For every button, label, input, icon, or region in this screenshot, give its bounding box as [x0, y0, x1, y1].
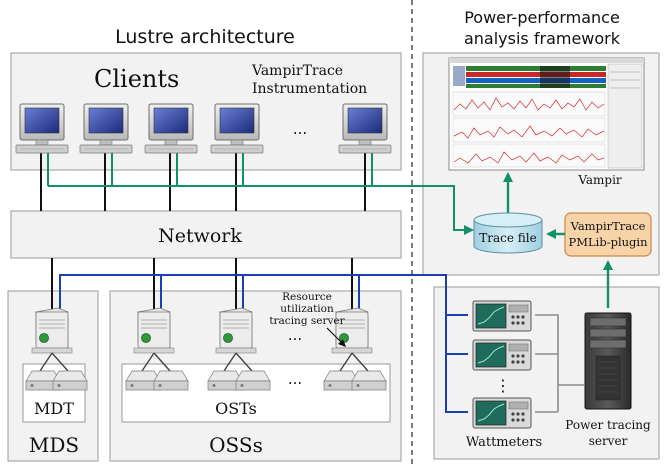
left-title: Lustre architecture [115, 26, 295, 48]
wattmeters-ellipsis: ⋮ [495, 376, 511, 395]
ost-disks-ellipsis: ... [288, 370, 302, 388]
wattmeter-icon [472, 339, 532, 371]
mds-label: MDS [29, 433, 79, 457]
osts-label: OSTs [215, 399, 257, 418]
instrumentation-line2: Instrumentation [252, 81, 367, 97]
vampir-label: Vampir [577, 173, 622, 187]
resource-pointer-head [338, 339, 346, 347]
ost-disk-icon [153, 370, 189, 391]
power-server-line2: server [589, 434, 628, 448]
mds-server-icon [31, 307, 73, 354]
client-computer-icon [210, 103, 264, 154]
client-computer-icon [79, 103, 133, 154]
wattmeter-icon [472, 300, 532, 332]
trace-file-label: Trace file [479, 231, 536, 245]
blue-power-links [59, 274, 468, 413]
mdt-disk-icon [52, 370, 88, 391]
client-network-wires [40, 153, 366, 211]
power-server-line1: Power tracing [565, 418, 651, 432]
wattmeters-label: Wattmeters [466, 435, 542, 450]
network-label: Network [158, 225, 242, 247]
oss-server-icon [215, 307, 257, 354]
ost-disk-icon [351, 370, 387, 391]
vampir-screenshot [448, 57, 645, 171]
wattmeter-icon [472, 397, 532, 429]
ost-disk-icon [235, 370, 271, 391]
osss-label: OSSs [209, 433, 263, 457]
instrumentation-line1: VampirTrace [251, 63, 343, 79]
resource-pointer [326, 327, 344, 345]
power-tracing-server-icon [584, 312, 632, 410]
oss-server-icon [133, 307, 175, 354]
resource-line1: Resource [282, 291, 332, 303]
clients-ellipsis: ... [293, 120, 307, 138]
trace-file-icon [473, 212, 543, 254]
mdt-links [39, 352, 69, 372]
gray-meter-links [535, 314, 584, 413]
resource-line3: tracing server [269, 315, 345, 327]
clients-label: Clients [94, 65, 179, 93]
client-computer-icon [338, 103, 392, 154]
plugin-line1: VampirTrace [570, 219, 646, 233]
client-computer-icon [15, 103, 69, 154]
resource-line2: utilization [280, 303, 334, 315]
network-panel [10, 210, 402, 259]
right-title-line2: analysis framework [464, 29, 621, 48]
right-title-line1: Power-performance [464, 8, 620, 27]
oss-servers-ellipsis: ... [288, 326, 302, 344]
network-server-wires [51, 258, 353, 310]
clients-panel [10, 52, 402, 171]
ost-links [141, 352, 369, 372]
client-computer-icon [144, 103, 198, 154]
green-client-links [47, 153, 474, 235]
plugin-line2: PMLib-plugin [569, 235, 649, 249]
mdt-label: MDT [34, 399, 74, 418]
